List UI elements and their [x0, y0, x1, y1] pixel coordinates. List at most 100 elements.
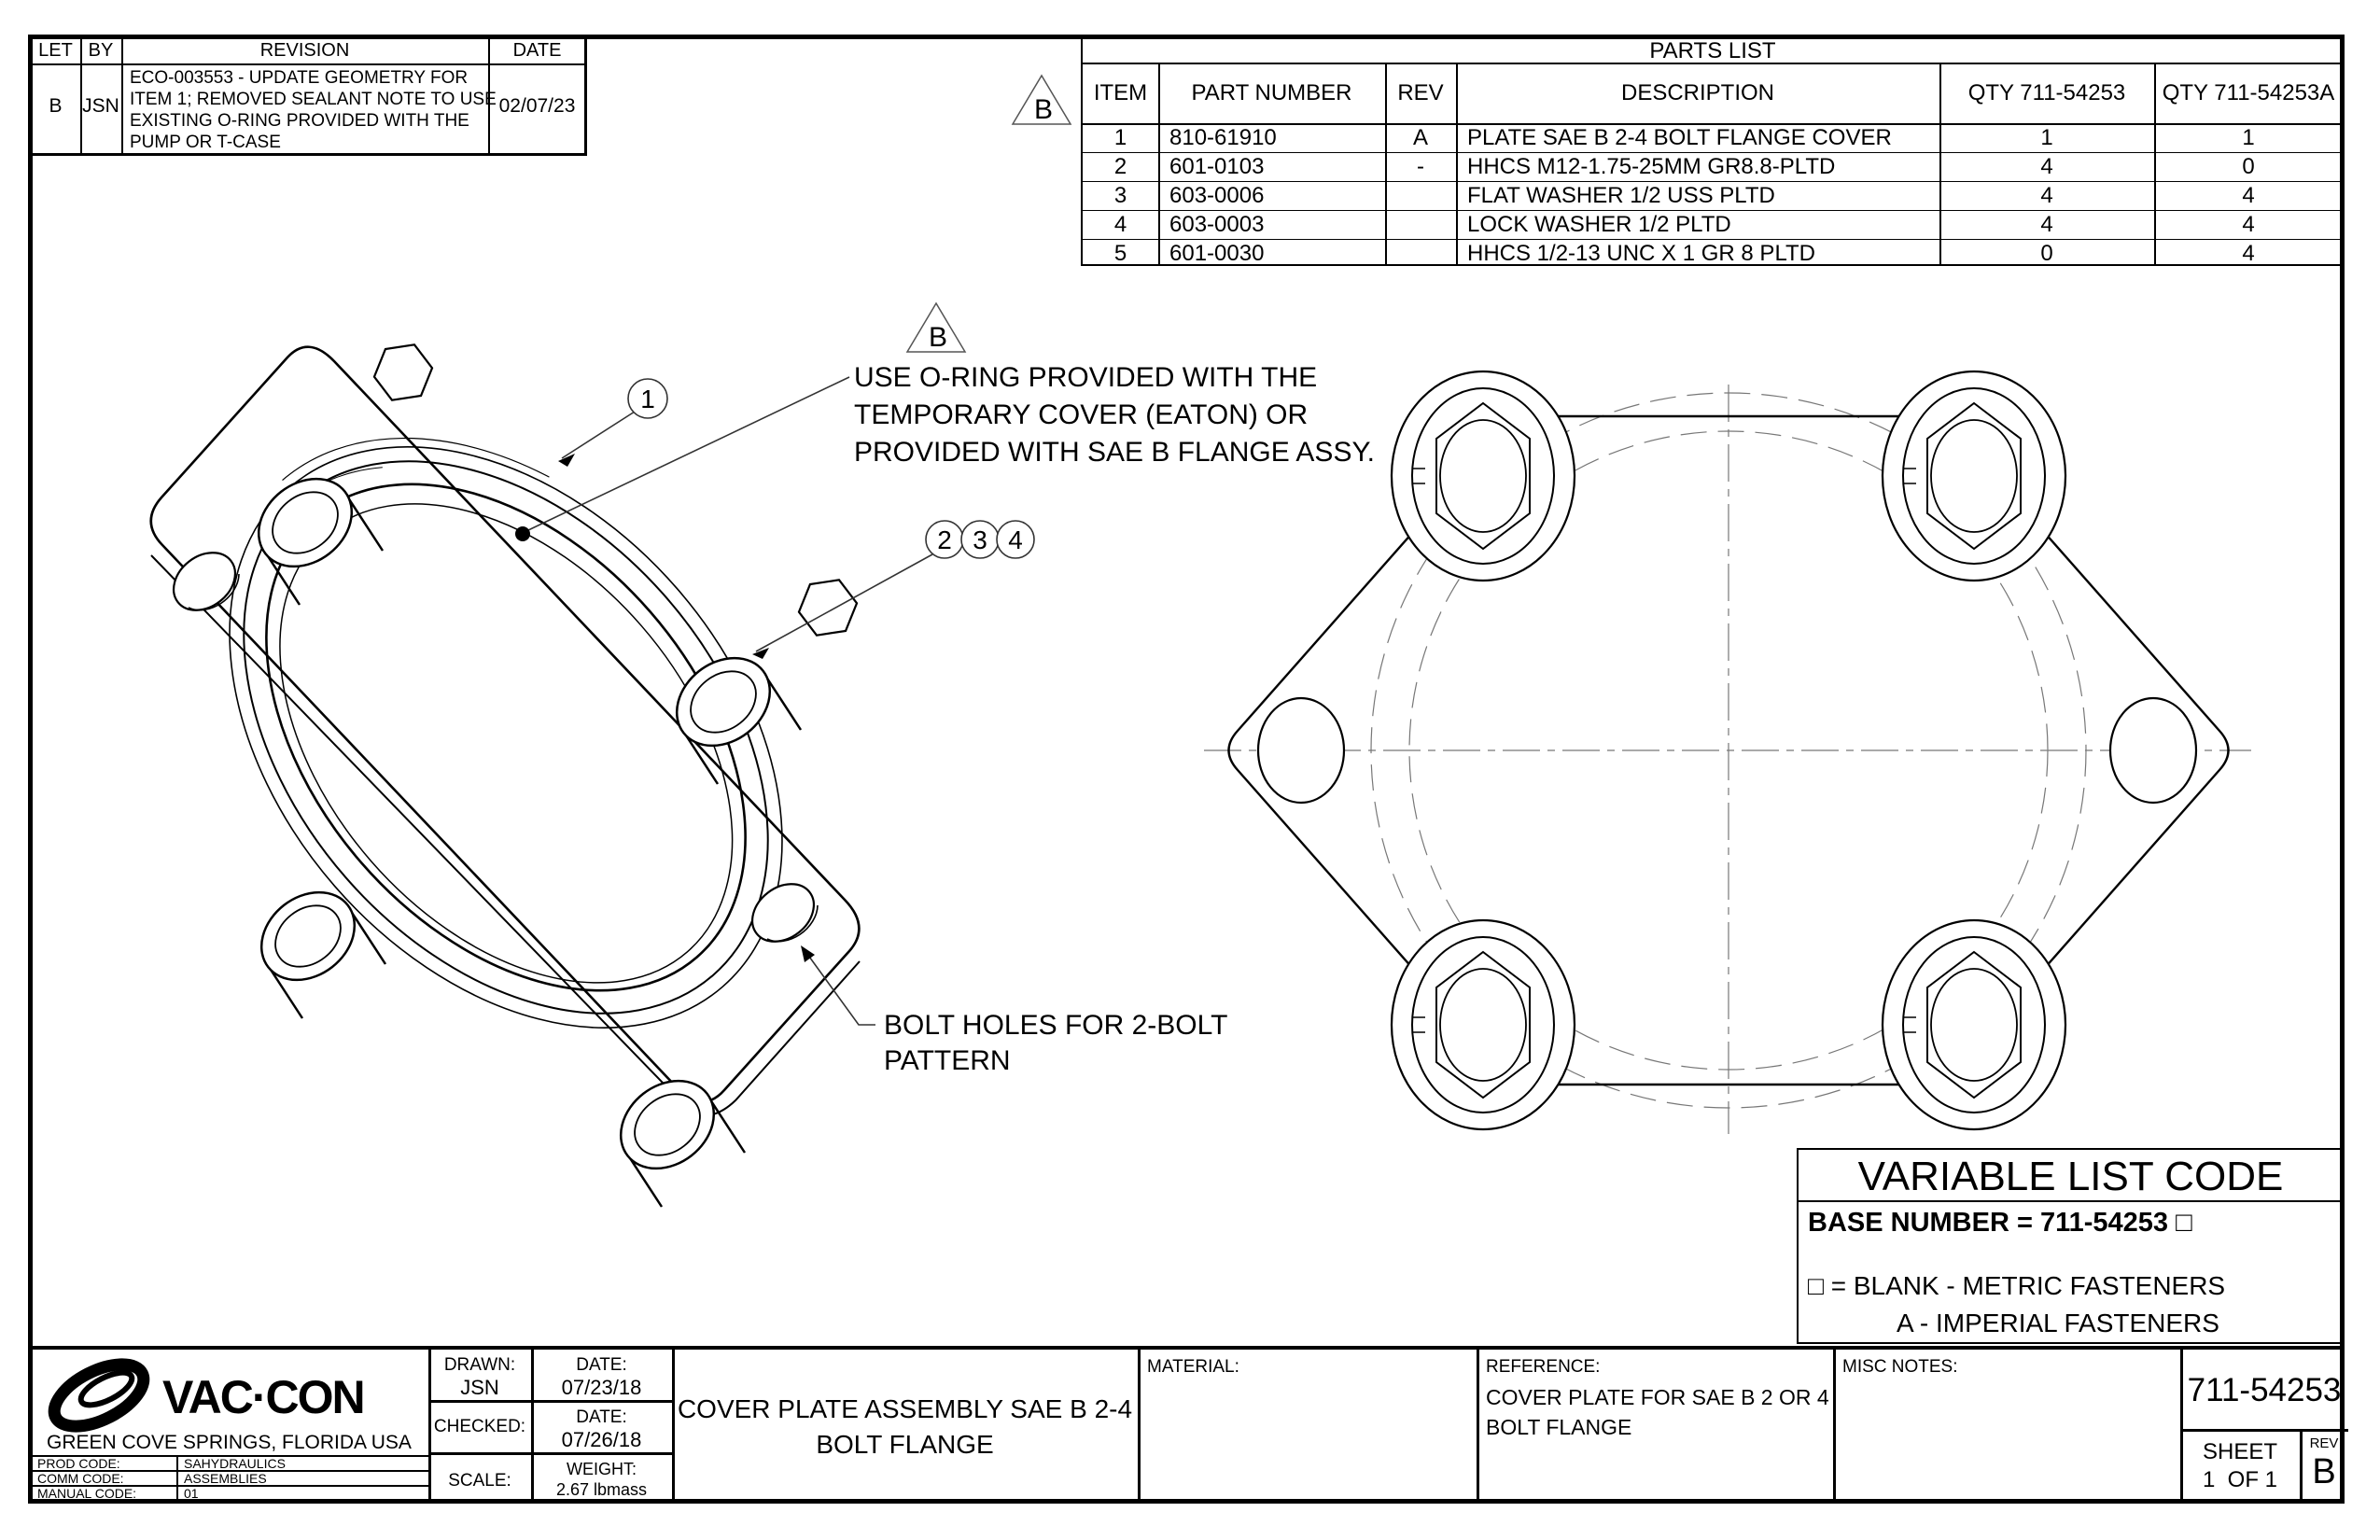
- description: FLAT WASHER 1/2 USS PLTD: [1467, 182, 1775, 208]
- rev-flag-parts-list: B: [1011, 74, 1072, 125]
- parts-row-4: 4 603-0003 LOCK WASHER 1/2 PLTD 4 4: [1083, 210, 2343, 239]
- rev-value: B: [2312, 1452, 2336, 1491]
- drawing-title-line1: COVER PLATE ASSEMBLY SAE B 2-4: [677, 1394, 1133, 1423]
- part-number: 603-0006: [1169, 182, 1265, 208]
- comm-code-label: COMM CODE:: [37, 1471, 124, 1486]
- rev-col-date: DATE: [512, 40, 562, 61]
- drawn-label: DRAWN:: [443, 1355, 516, 1375]
- reference-label: REFERENCE:: [1486, 1357, 1601, 1377]
- balloon-2: 2: [925, 520, 964, 559]
- manual-code-label: MANUAL CODE:: [37, 1486, 137, 1501]
- item: 2: [1113, 153, 1127, 179]
- qty-metric: 1: [2040, 124, 2053, 150]
- vac-con-swoosh-icon: [48, 1358, 150, 1433]
- parts-row-3: 3 603-0006 FLAT WASHER 1/2 USS PLTD 4 4: [1083, 181, 2343, 210]
- title-block: VAC·CON GREEN COVE SPRINGS, FLORIDA USA …: [28, 1346, 2348, 1504]
- rev-flag-note: B: [905, 301, 967, 353]
- qty-imperial: 4: [2242, 182, 2255, 208]
- rev: -: [1417, 153, 1424, 179]
- parts-row-5: 5 601-0030 HHCS 1/2-13 UNC X 1 GR 8 PLTD…: [1083, 239, 2343, 268]
- balloon-2-label: 2: [937, 525, 952, 554]
- col-part-number: PART NUMBER: [1191, 79, 1352, 105]
- misc-notes-label: MISC NOTES:: [1842, 1357, 1958, 1377]
- reference-line2: BOLT FLANGE: [1486, 1415, 1632, 1439]
- weight-label: WEIGHT:: [567, 1460, 637, 1478]
- rev-date-value: 02/07/23: [498, 95, 576, 117]
- qty-metric: 4: [2040, 182, 2053, 208]
- item: 5: [1113, 240, 1127, 266]
- parts-list-header-row: ITEM PART NUMBER REV DESCRIPTION QTY 711…: [1083, 63, 2343, 123]
- bolt-holes-note-line2: PATTERN: [884, 1045, 1011, 1076]
- rev-text-line4: PUMP OR T-CASE: [130, 133, 281, 152]
- item: 3: [1113, 182, 1127, 208]
- oring-note-line1: USE O-RING PROVIDED WITH THE: [854, 362, 1318, 393]
- qty-metric: 4: [2040, 153, 2053, 179]
- rev-let-value: B: [49, 95, 63, 117]
- rev-by-value: JSN: [82, 95, 119, 117]
- leaders: [515, 376, 933, 1026]
- base-number: BASE NUMBER = 711-54253 □: [1808, 1208, 2192, 1238]
- qty-imperial: 4: [2242, 211, 2255, 237]
- part-number: 601-0103: [1169, 153, 1265, 179]
- variable-list-title: VARIABLE LIST CODE: [1857, 1154, 2284, 1199]
- part-number: 603-0003: [1169, 211, 1265, 237]
- logo-block: VAC·CON GREEN COVE SPRINGS, FLORIDA USA …: [32, 1350, 428, 1501]
- qty-imperial: 0: [2242, 153, 2255, 179]
- rev-text-line3: EXISTING O-RING PROVIDED WITH THE: [130, 111, 469, 131]
- weight-value: 2.67 lbmass: [555, 1480, 648, 1499]
- checked-date-value: 07/26/18: [561, 1428, 642, 1451]
- drawn-value: JSN: [460, 1376, 499, 1399]
- qty-imperial: 1: [2242, 124, 2255, 150]
- qty-imperial: 4: [2242, 240, 2255, 266]
- balloon-4: 4: [996, 520, 1035, 559]
- oring-note-line2: TEMPORARY COVER (EATON) OR: [854, 399, 1309, 430]
- checked-label: CHECKED:: [433, 1417, 526, 1436]
- sheet-value: 1 OF 1: [2202, 1467, 2278, 1492]
- manual-code-value: 01: [184, 1486, 199, 1501]
- qty-metric: 4: [2040, 211, 2053, 237]
- prod-code-label: PROD CODE:: [37, 1456, 120, 1471]
- parts-list-title: PARTS LIST: [1649, 38, 1776, 63]
- part-number: 601-0030: [1169, 240, 1265, 266]
- description: HHCS 1/2-13 UNC X 1 GR 8 PLTD: [1467, 240, 1815, 266]
- part-number: 810-61910: [1169, 124, 1277, 150]
- front-view: [1204, 370, 2251, 1134]
- col-qty-metric: QTY 711-54253: [1967, 79, 2126, 105]
- rev-col-let: LET: [38, 40, 73, 61]
- rev: A: [1412, 124, 1428, 150]
- description: LOCK WASHER 1/2 PLTD: [1467, 211, 1731, 237]
- col-rev: REV: [1397, 79, 1444, 105]
- balloon-1-label: 1: [640, 385, 655, 413]
- col-description: DESCRIPTION: [1620, 79, 1774, 105]
- parts-row-2: 2 601-0103 - HHCS M12-1.75-25MM GR8.8-PL…: [1083, 152, 2343, 181]
- description: PLATE SAE B 2-4 BOLT FLANGE COVER: [1467, 124, 1892, 150]
- drawn-date-label: DATE:: [576, 1355, 627, 1375]
- parts-row-1: 1 810-61910 A PLATE SAE B 2-4 BOLT FLANG…: [1083, 123, 2343, 152]
- scale-label: SCALE:: [448, 1471, 511, 1491]
- parts-list: PARTS LIST ITEM PART NUMBER REV DESCRIPT…: [1081, 35, 2345, 266]
- drawing-title-line2: BOLT FLANGE: [816, 1430, 994, 1459]
- company-name: VAC·CON: [162, 1371, 366, 1423]
- rev-flag-label: B: [1034, 94, 1053, 125]
- bolt-holes-note-line1: BOLT HOLES FOR 2-BOLT: [884, 1010, 1228, 1041]
- rev-label: REV: [2309, 1435, 2339, 1451]
- item: 1: [1113, 124, 1127, 150]
- rev-col-revision: REVISION: [259, 40, 350, 61]
- qty-metric: 0: [2040, 240, 2053, 266]
- rev-text-line1: ECO-003553 - UPDATE GEOMETRY FOR: [130, 68, 469, 88]
- part-number: 711-54253: [2187, 1372, 2342, 1408]
- col-item: ITEM: [1093, 79, 1148, 105]
- rev-col-by: BY: [88, 40, 114, 61]
- reference-line1: COVER PLATE FOR SAE B 2 OR 4: [1486, 1385, 1829, 1409]
- balloon-3: 3: [960, 520, 1000, 559]
- material-label: MATERIAL:: [1147, 1357, 1239, 1377]
- balloon-3-label: 3: [973, 525, 987, 554]
- checked-date-label: DATE:: [576, 1407, 627, 1427]
- variable-option-a: A - IMPERIAL FASTENERS: [1897, 1309, 2219, 1337]
- sheet-label: SHEET: [2202, 1439, 2277, 1464]
- rev-text-line2: ITEM 1; REMOVED SEALANT NOTE TO USE: [130, 90, 497, 109]
- drawn-date-value: 07/23/18: [561, 1376, 642, 1399]
- variable-list-code: VARIABLE LIST CODE BASE NUMBER = 711-542…: [1797, 1148, 2345, 1344]
- isometric-view: [149, 334, 864, 1209]
